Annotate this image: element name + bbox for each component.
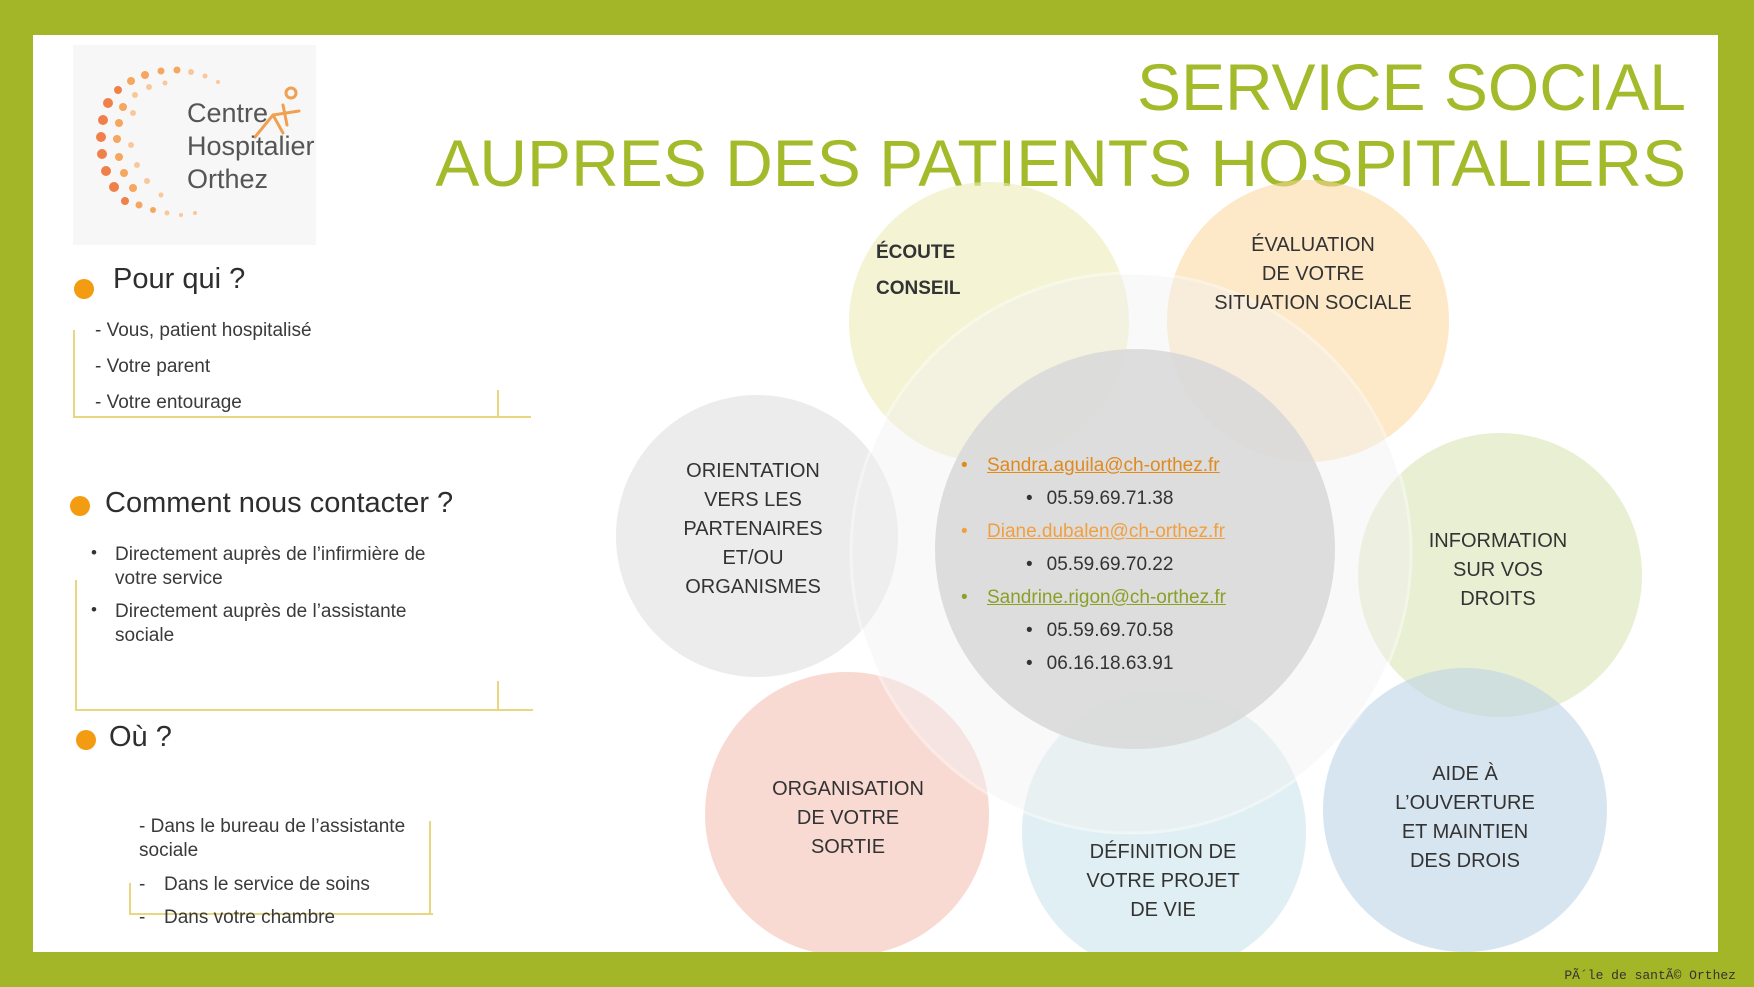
ou-item-dash: - (139, 874, 146, 895)
bullet-dot-icon (76, 730, 96, 750)
phone-sandrine-1: •05.59.69.70.58 (1026, 620, 1174, 641)
ou-item-dash: - (139, 907, 146, 928)
logo-line-centre: Centre (187, 98, 269, 128)
bullet-dot-icon (70, 496, 90, 516)
section-heading-ou: Où ? (109, 721, 172, 753)
ou-item: Dans le service de soins (164, 874, 370, 895)
logo: Centre Hospitalier Orthez (73, 45, 316, 245)
bullet-icon: • (91, 543, 97, 562)
circle-orientation (616, 395, 898, 677)
circle-definition (1022, 690, 1306, 952)
email-link-diane[interactable]: Diane.dubalen@ch-orthez.fr (987, 521, 1225, 542)
contact-item: Directement auprès de l’infirmière de (115, 544, 426, 565)
page-title-line2: AUPRES DES PATIENTS HOSPITALIERS (435, 126, 1686, 200)
pour-qui-item: - Votre entourage (95, 392, 242, 413)
bracket-ou (129, 883, 433, 915)
pour-qui-item: - Votre parent (95, 356, 211, 377)
logo-dots-icon (96, 66, 301, 217)
section-heading-pour-qui: Pour qui ? (113, 263, 246, 295)
pour-qui-item: - Vous, patient hospitalisé (95, 320, 312, 341)
bullet-dot-icon (74, 279, 94, 299)
bracket-pour-qui (73, 330, 531, 418)
circle-aide (1323, 668, 1607, 952)
section-heading-contact: Comment nous contacter ? (105, 487, 454, 519)
contact-item: sociale (115, 625, 175, 646)
bracket-contact (75, 580, 533, 711)
email-link-sandra[interactable]: Sandra.aguila@ch-orthez.fr (987, 455, 1220, 476)
bullet-icon: • (961, 521, 968, 542)
circle-center (935, 349, 1335, 749)
logo-line-orthez: Orthez (187, 164, 269, 194)
phone-diane: •05.59.69.70.22 (1026, 554, 1174, 575)
circle-organisation (705, 672, 989, 952)
slide-card: Centre Hospitalier Orthez SERVICE SOCIAL… (33, 35, 1718, 952)
ou-item: sociale (139, 840, 199, 861)
circle-information (1358, 433, 1642, 717)
ou-item: - Dans le bureau de l’assistante (139, 816, 406, 837)
logo-line-hospitalier: Hospitalier (187, 131, 315, 161)
footer-credit: PÃ´le de santÃ© Orthez (1564, 968, 1736, 983)
phone-sandra: •05.59.69.71.38 (1026, 488, 1174, 509)
page-title-line1: SERVICE SOCIAL (1137, 50, 1686, 124)
email-link-sandrine[interactable]: Sandrine.rigon@ch-orthez.fr (987, 587, 1226, 608)
phone-sandrine-2: •06.16.18.63.91 (1026, 653, 1174, 674)
contact-item: Directement auprès de l’assistante (115, 601, 407, 622)
logo-text: Centre Hospitalier Orthez (187, 97, 315, 196)
contact-item: votre service (115, 568, 223, 589)
bullet-icon: • (961, 587, 968, 608)
services-diagram (616, 180, 1642, 952)
bullet-icon: • (961, 455, 968, 476)
bullet-icon: • (91, 600, 97, 619)
ou-item: Dans votre chambre (164, 907, 336, 928)
